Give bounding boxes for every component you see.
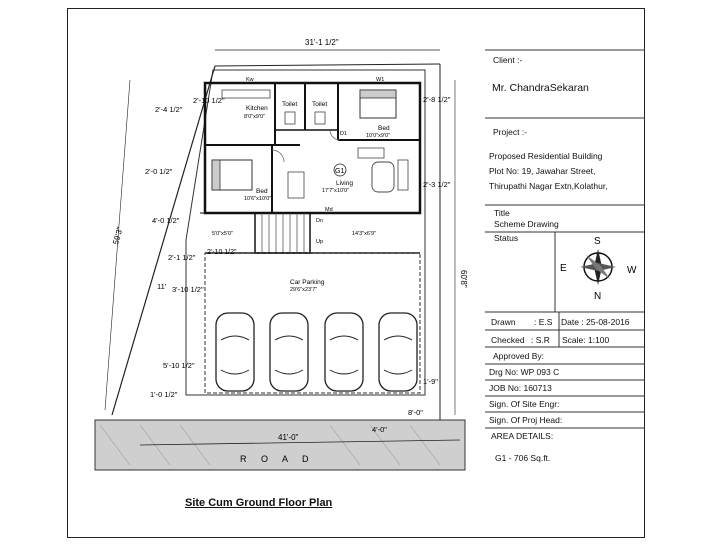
dim-r4: 8'-0" [408, 408, 423, 417]
north-compass [580, 249, 616, 285]
room-parking-size: 29'6"x23'7" [290, 287, 317, 293]
room-d1: D1 [340, 131, 347, 137]
area-value: G1 - 706 Sq.ft. [495, 453, 551, 463]
drg-no: Drg No: WP 093 C [489, 367, 560, 377]
client-label: Client :- [493, 55, 523, 65]
checked-value: : S.R [531, 335, 550, 345]
dim-l1: 2'-4 1/2" [155, 105, 183, 114]
road-label: R O A D [240, 454, 315, 464]
car-parking-area [204, 252, 421, 394]
title-value: Scheme Drawing [494, 219, 559, 229]
client-name: Mr. ChandraSekaran [492, 82, 589, 94]
compass-n: N [594, 291, 601, 302]
room-md: Md [325, 207, 333, 213]
room-toilet-1: Toilet [282, 101, 297, 108]
approved-by: Approved By: [493, 351, 545, 361]
dim-l6: 3'-10 1/2" [172, 285, 204, 294]
staircase [254, 212, 311, 254]
dim-right-long: 60'8" [459, 270, 468, 288]
project-label: Project :- [493, 127, 528, 137]
room-bed-1: Bed [378, 125, 390, 132]
room-kitchen: Kitchen [246, 105, 268, 112]
room-toilet-2: Toilet [312, 101, 327, 108]
room-parking: Car Parking [290, 279, 325, 286]
room-w1: W1 [376, 77, 384, 83]
dim-l3: 2'-0 1/2" [145, 167, 173, 176]
plot-edge-left [111, 65, 216, 416]
dim-b1: 4'-0" [372, 425, 387, 434]
dim-l8: 5'-10 1/2" [163, 361, 195, 370]
room-living: Living [336, 180, 353, 187]
dim-l10: 2'-10 1/2" [207, 249, 237, 256]
title-label: Title [494, 208, 510, 218]
dim-left-long: 59'3" [111, 226, 124, 246]
car-icon [215, 312, 418, 392]
dim-l9: 1'-0 1/2" [150, 390, 178, 399]
dim-r1: 2'-8 1/2" [423, 95, 451, 104]
room-bed-2-size: 10'6"x10'0" [244, 196, 271, 202]
project-line-1: Proposed Residential Building [489, 151, 603, 161]
checked-label: Checked [491, 335, 525, 345]
status-label: Status [494, 233, 519, 243]
dim-top: 31'-1 1/2" [305, 38, 339, 47]
room-kw: Kw [246, 77, 254, 83]
compass-w: W [627, 265, 637, 276]
drawing-caption: Site Cum Ground Floor Plan [185, 497, 333, 509]
dim-r2: 2'-3 1/2" [423, 180, 451, 189]
room-living-size: 17'7"x10'0" [322, 188, 349, 194]
compass-s: S [594, 236, 601, 247]
room-dn: Dn [316, 218, 323, 224]
plot-edge-top [214, 63, 441, 67]
area-label: AREA DETAILS: [491, 431, 554, 441]
project-line-2: Plot No: 19, Jawahar Street, [489, 166, 596, 176]
project-line-3: Thirupathi Nagar Extn,Kolathur, [489, 181, 608, 191]
room-stair-2: 14'3"x6'9" [352, 231, 376, 237]
job-no: JOB No: 160713 [489, 383, 552, 393]
sign-proj-head: Sign. Of Proj Head: [489, 415, 563, 425]
drawing-date: Date : 25-08-2016 [561, 317, 630, 327]
drawing-scale: Scale: 1:100 [562, 335, 610, 345]
drawing-sheet-border [67, 8, 645, 538]
room-kitchen-size: 8'0"x9'0" [244, 114, 265, 120]
dim-bottom: 41'-0" [278, 433, 299, 442]
dim-l2: 2'-10 1/2" [193, 96, 225, 105]
dim-r3: 1'-9" [423, 377, 438, 386]
site-boundary [185, 69, 426, 396]
compass-e: E [560, 263, 567, 274]
sign-site-engr: Sign. Of Site Engr: [489, 399, 560, 409]
dim-l4: 4'-0 1/2" [152, 216, 180, 225]
room-up: Up [316, 239, 323, 245]
road-strip [94, 419, 466, 471]
dim-l7: 11' [157, 282, 167, 291]
building-outline [203, 81, 422, 215]
room-bed-1-size: 10'0"x9'0" [366, 133, 390, 139]
room-stair-1: 5'0"x5'0" [212, 231, 233, 237]
room-bed-2: Bed [256, 188, 268, 195]
room-g1: G1 [335, 168, 344, 175]
drawn-value: : E.S [534, 317, 553, 327]
drawn-label: Drawn [491, 317, 516, 327]
dim-l5: 2'-1 1/2" [168, 253, 196, 262]
